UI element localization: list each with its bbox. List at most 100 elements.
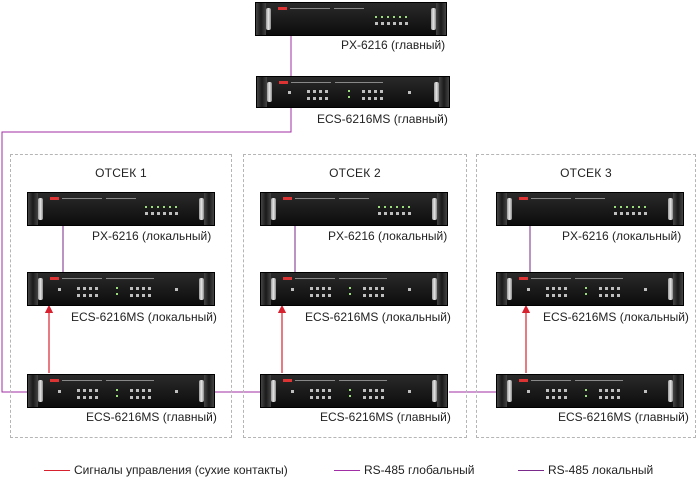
zone-3: ОТСЕК 3 xyxy=(476,154,696,438)
px-6216-main-label: PX-6216 (главный) xyxy=(341,38,446,52)
rack-ear xyxy=(439,77,449,107)
zone-button xyxy=(368,396,372,400)
zone-button xyxy=(374,396,378,400)
brand-text xyxy=(531,198,571,199)
status-led xyxy=(168,205,171,208)
control-button xyxy=(527,288,531,292)
zone-3-ecs-local-label: ECS-6216MS (локальный) xyxy=(543,310,689,324)
zone-button xyxy=(374,294,378,298)
rack-ear xyxy=(497,273,507,305)
control-button xyxy=(174,390,178,394)
zone-3-ecs-main-label: ECS-6216MS (главный) xyxy=(558,410,689,424)
rack-ear xyxy=(204,193,214,225)
zone-button xyxy=(88,294,92,298)
selector-button xyxy=(144,211,148,215)
zone-button xyxy=(616,287,620,291)
model-text xyxy=(339,278,387,279)
zone-button xyxy=(551,396,555,400)
zone-button xyxy=(598,294,602,298)
status-led xyxy=(585,286,588,289)
status-led xyxy=(407,205,410,208)
zone-3-title: ОТСЕК 3 xyxy=(560,166,612,180)
zone-button xyxy=(551,287,555,291)
selector-button xyxy=(613,211,617,215)
zone-button xyxy=(88,287,92,291)
control-button xyxy=(643,288,647,292)
zone-button xyxy=(373,97,377,101)
selector-button xyxy=(637,211,641,215)
brand-text xyxy=(291,82,331,83)
zone-button xyxy=(147,287,151,291)
px-6216-main-device xyxy=(255,2,447,36)
ecs-6216ms-main-device xyxy=(256,76,450,108)
rack-handle xyxy=(668,380,673,402)
brand-logo xyxy=(519,379,528,382)
control-button xyxy=(407,288,411,292)
rack-handle xyxy=(507,198,512,220)
zone-button xyxy=(368,287,372,291)
zone-button xyxy=(76,396,80,400)
rack-ear xyxy=(497,375,507,407)
brand-logo xyxy=(283,197,292,200)
zone-button xyxy=(610,389,614,393)
zone-button xyxy=(325,97,329,101)
rack-handle xyxy=(432,278,437,300)
brand-logo xyxy=(50,277,59,280)
zone-button xyxy=(88,396,92,400)
status-led xyxy=(156,205,159,208)
status-led xyxy=(174,205,177,208)
rack-ear xyxy=(673,193,683,225)
selector-button xyxy=(405,21,409,25)
status-led xyxy=(619,205,622,208)
legend-rs485-local-swatch xyxy=(518,470,544,471)
selector-button xyxy=(393,21,397,25)
status-led xyxy=(162,205,165,208)
rack-handle xyxy=(38,380,43,402)
control-button xyxy=(288,91,292,95)
brand-logo xyxy=(283,379,292,382)
rack-ear xyxy=(257,77,267,107)
zone-1-ecs-local-label: ECS-6216MS (локальный) xyxy=(71,310,217,324)
zone-1-px-device xyxy=(27,192,215,226)
zone-button xyxy=(362,287,366,291)
control-button xyxy=(174,288,178,292)
zone-button xyxy=(563,287,567,291)
zone-button xyxy=(367,90,371,94)
brand-logo xyxy=(279,81,288,84)
zone-button xyxy=(362,396,366,400)
zone-button xyxy=(82,287,86,291)
zone-button xyxy=(309,287,313,291)
zone-1-title: ОТСЕК 1 xyxy=(95,166,147,180)
zone-2-ecs-main-device xyxy=(260,374,448,408)
selector-button xyxy=(389,211,393,215)
status-led xyxy=(349,395,352,398)
rack-handle xyxy=(507,380,512,402)
selector-button xyxy=(381,21,385,25)
zone-button xyxy=(82,396,86,400)
control-button xyxy=(643,390,647,394)
zone-button xyxy=(551,389,555,393)
legend-rs485-global-label: RS-485 глобальный xyxy=(364,463,475,477)
model-text xyxy=(339,198,369,199)
zone-1-px-label: PX-6216 (локальный) xyxy=(92,229,212,243)
zone-2-title: ОТСЕК 2 xyxy=(329,166,381,180)
selector-button xyxy=(631,211,635,215)
zone-button xyxy=(129,396,133,400)
status-led xyxy=(401,205,404,208)
zone-button xyxy=(135,294,139,298)
zone-button xyxy=(545,389,549,393)
zone-button xyxy=(361,90,365,94)
zone-button xyxy=(368,294,372,298)
model-text xyxy=(575,278,623,279)
zone-button xyxy=(129,294,133,298)
zone-button xyxy=(147,396,151,400)
selector-button xyxy=(643,211,647,215)
zone-button xyxy=(315,287,319,291)
control-button xyxy=(291,288,295,292)
zone-button xyxy=(327,287,331,291)
zone-button xyxy=(327,396,331,400)
status-led xyxy=(116,388,119,391)
zone-button xyxy=(147,389,151,393)
brand-logo xyxy=(519,277,528,280)
status-led xyxy=(348,89,351,92)
